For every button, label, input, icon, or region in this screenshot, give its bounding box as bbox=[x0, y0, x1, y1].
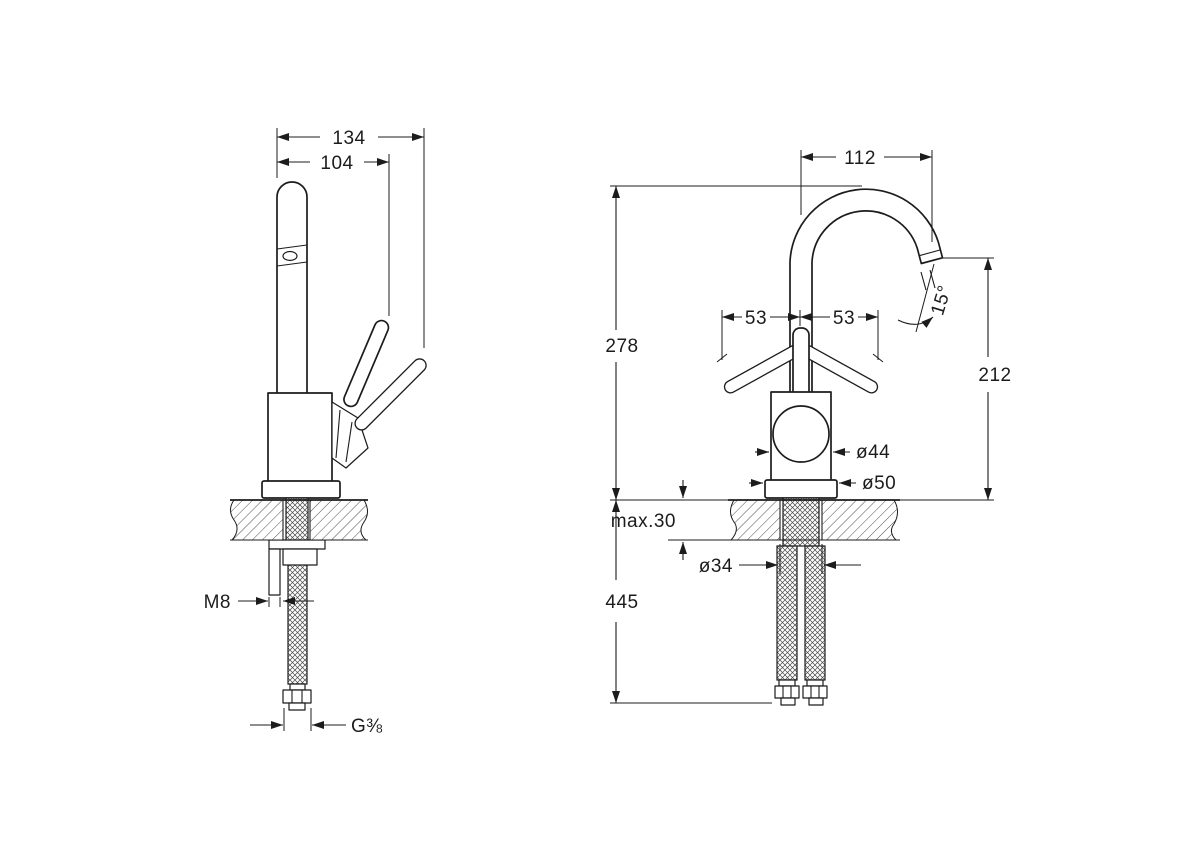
connector-neck bbox=[289, 683, 306, 691]
mounting-nut bbox=[282, 548, 318, 566]
hose-connector bbox=[282, 683, 312, 711]
dimension-g38: G⅜ bbox=[250, 708, 383, 737]
dim-text-112: 112 bbox=[844, 148, 876, 169]
flex-hose bbox=[287, 553, 308, 685]
connector-tip bbox=[808, 697, 824, 706]
mixer-body bbox=[267, 392, 333, 486]
dim-text-134: 134 bbox=[332, 128, 365, 149]
dimension-hole-diameter: ø34 bbox=[699, 544, 861, 577]
connector-neck bbox=[778, 679, 796, 687]
water-stream-line bbox=[929, 269, 936, 289]
dimension-counter-thickness: max.30 bbox=[611, 480, 728, 560]
counter-right-block bbox=[822, 500, 898, 540]
aerator-line bbox=[276, 261, 308, 267]
angle-reference-line bbox=[915, 263, 935, 333]
dim-text-dia34: ø34 bbox=[699, 556, 733, 577]
hose-connector-left bbox=[774, 679, 800, 706]
dim-text-104: 104 bbox=[320, 153, 353, 174]
aerator-detail bbox=[276, 244, 308, 267]
handle-column bbox=[792, 327, 810, 399]
spout-arc bbox=[789, 188, 944, 399]
connector-hex bbox=[282, 689, 312, 704]
aerator-line bbox=[276, 244, 308, 250]
handle-mount-wedge bbox=[331, 401, 369, 469]
dimension-overall-width: 134 bbox=[276, 128, 425, 348]
connector-tip bbox=[288, 702, 306, 711]
dimension-hose-length: 445 bbox=[605, 500, 772, 704]
side-view: 134 104 M8 G⅜ bbox=[204, 128, 427, 737]
dim-text-dia44: ø44 bbox=[856, 442, 890, 463]
counter-break-edge bbox=[360, 499, 368, 541]
mounting-washer bbox=[268, 539, 326, 550]
connector-hex bbox=[774, 685, 800, 699]
front-view: 15° 112 53 53 bbox=[605, 148, 1011, 706]
dimension-body-diameter: ø44 bbox=[755, 442, 890, 463]
countertop-side bbox=[230, 499, 368, 541]
dim-text-max30: max.30 bbox=[611, 511, 676, 532]
threaded-shank-front bbox=[782, 497, 820, 547]
base-flange bbox=[261, 480, 341, 499]
m8-stud bbox=[268, 548, 281, 596]
hose-connector-right bbox=[802, 679, 828, 706]
dimension-handle-swing: 53 53 bbox=[716, 308, 884, 363]
counter-left-block bbox=[230, 500, 283, 540]
handle-lever bbox=[343, 319, 390, 408]
dim-text-212: 212 bbox=[978, 365, 1011, 386]
countertop-front bbox=[728, 499, 900, 541]
dim-text-g38: G⅜ bbox=[351, 716, 383, 737]
dim-text-278: 278 bbox=[605, 336, 638, 357]
tick-mark bbox=[716, 353, 728, 363]
spout-column bbox=[276, 181, 308, 401]
cartridge-ball bbox=[772, 405, 830, 463]
dim-text-53-right: 53 bbox=[833, 308, 855, 329]
dim-text-53-left: 53 bbox=[745, 308, 767, 329]
dimension-outlet-angle: 15° bbox=[897, 263, 956, 333]
aerator-cap-line bbox=[919, 249, 941, 257]
water-stream-line bbox=[920, 271, 927, 291]
dim-text-m8: M8 bbox=[204, 592, 231, 613]
wedge-line bbox=[345, 421, 353, 463]
connector-tip bbox=[780, 697, 796, 706]
dimension-spout-reach: 112 bbox=[800, 148, 933, 242]
wedge-line bbox=[335, 409, 341, 459]
connector-hex bbox=[802, 685, 828, 699]
dimension-spout-offset: 104 bbox=[277, 153, 390, 316]
base-flange-front bbox=[764, 479, 838, 499]
counter-break-edge bbox=[730, 499, 737, 541]
counter-break-edge bbox=[890, 499, 898, 541]
dim-text-15deg: 15° bbox=[927, 283, 956, 318]
angle-arc-arrow bbox=[897, 316, 934, 328]
handle-lever-raised bbox=[354, 358, 427, 431]
dimension-base-diameter: ø50 bbox=[749, 473, 896, 494]
counter-right-block bbox=[310, 500, 368, 540]
dimension-outlet-height: 212 bbox=[900, 257, 1011, 501]
dim-text-dia50: ø50 bbox=[862, 473, 896, 494]
aerator-oval bbox=[282, 250, 298, 262]
dimension-spout-height: 278 bbox=[605, 185, 862, 501]
counter-break-edge bbox=[230, 499, 238, 541]
counter-left-block bbox=[730, 500, 780, 540]
dim-text-445: 445 bbox=[605, 592, 638, 613]
dimension-m8: M8 bbox=[204, 592, 314, 613]
tick-mark bbox=[872, 353, 884, 363]
connector-neck bbox=[806, 679, 824, 687]
